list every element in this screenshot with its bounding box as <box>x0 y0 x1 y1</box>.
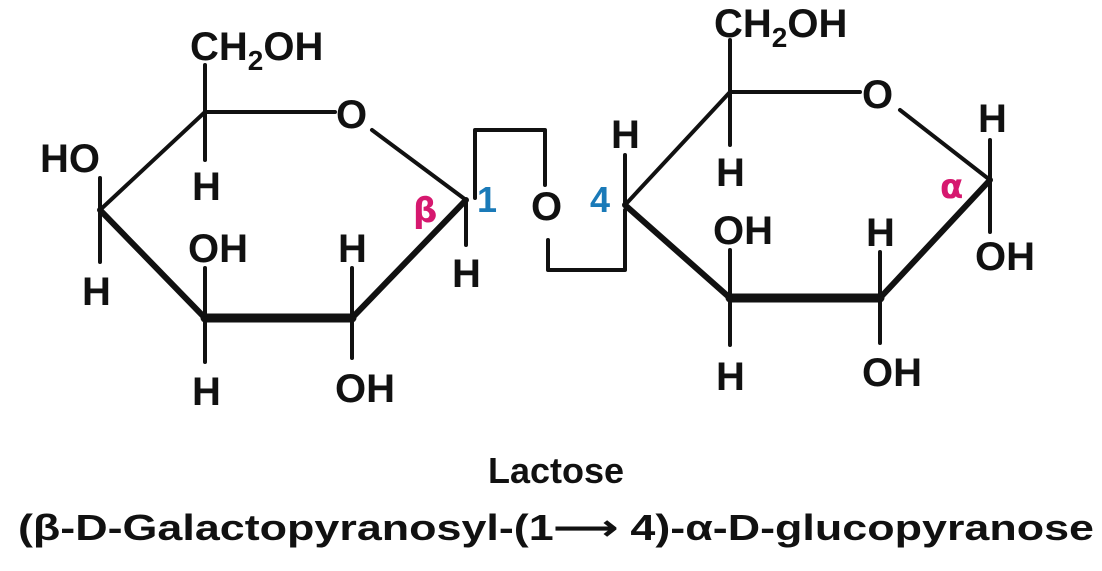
glucose-c1-h: H <box>978 97 1007 141</box>
glucose-ch2oh-label: CH2OH <box>714 2 847 53</box>
glucose-c5-h: H <box>716 151 745 195</box>
glycosidic-bond <box>473 128 627 272</box>
galactose-c2-oh: OH <box>335 367 395 411</box>
glucose-ring-oxygen: O <box>862 73 893 117</box>
galactose-ring-oxygen: O <box>336 93 367 137</box>
glucose-c4-h: H <box>611 113 640 157</box>
molecule-title: Lactose <box>488 450 624 491</box>
galactose-ch2oh-label: CH2OH <box>190 25 323 76</box>
galactose-ring <box>97 63 469 364</box>
beta-anomer-label: β <box>413 191 437 231</box>
galactose-c3-h: H <box>192 370 221 414</box>
bond <box>349 197 469 321</box>
bond <box>98 110 207 212</box>
glycosidic-oxygen: O <box>531 185 562 229</box>
alpha-anomer-label: α <box>940 167 963 207</box>
glucose-c2-h: H <box>866 211 895 255</box>
galactose-c5-h: H <box>192 165 221 209</box>
bond <box>97 207 208 321</box>
bond <box>370 128 468 202</box>
galactose-c4-h: H <box>82 270 111 314</box>
glucose-ring <box>622 38 993 347</box>
glucose-c2-oh: OH <box>862 351 922 395</box>
galactose-c3-oh: OH <box>188 227 248 271</box>
carbon-4-label: 4 <box>590 179 610 220</box>
glucose-c3-h: H <box>716 355 745 399</box>
carbon-1-label: 1 <box>477 179 497 220</box>
galactose-c1-h: H <box>452 252 481 296</box>
galactose-c4-ho: HO <box>40 137 100 181</box>
galactose-c2-h: H <box>338 227 367 271</box>
glucose-c1-oh: OH <box>975 235 1035 279</box>
glucose-c3-oh: OH <box>713 209 773 253</box>
systematic-name: (β-D-Galactopyranosyl-(1⟶ 4)-α-D-glucopy… <box>18 507 1094 548</box>
